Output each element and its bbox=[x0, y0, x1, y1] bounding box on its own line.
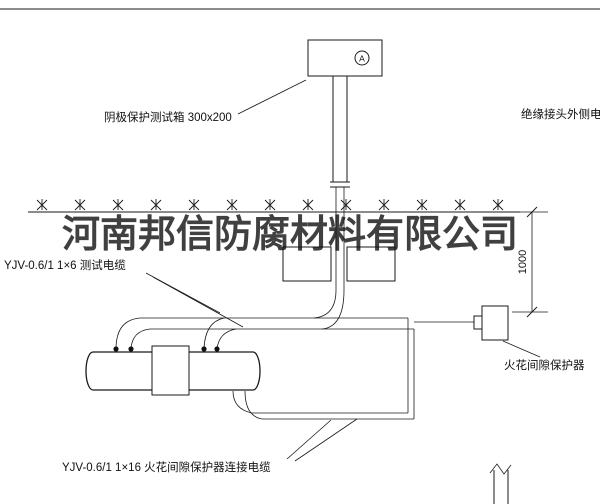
test-box: A bbox=[307, 39, 383, 77]
leader-connect-cable-1 bbox=[286, 419, 332, 460]
conduit-cable-curve-2 bbox=[321, 289, 345, 330]
weld-terminal-dot bbox=[113, 346, 119, 352]
grade-mark-icon bbox=[36, 198, 48, 211]
insulating-joint bbox=[151, 345, 190, 396]
pipe-right-cap bbox=[252, 351, 261, 391]
dim-text: 1000 bbox=[517, 250, 529, 274]
leader-spark-gap bbox=[502, 340, 541, 358]
grade-mark-icon bbox=[188, 198, 200, 211]
grade-mark-icon bbox=[454, 198, 466, 211]
company-watermark: 河南邦信防腐材料有限公司 bbox=[62, 214, 518, 256]
label-connect-cable: YJV-0.6/1 1×16 火花间隙保护器连接电缆 bbox=[62, 460, 271, 474]
grade-mark-icon bbox=[226, 198, 238, 211]
grade-mark-icon bbox=[340, 198, 352, 211]
cable-arc-left-2 bbox=[130, 328, 151, 350]
weld-terminal-dot bbox=[201, 346, 207, 352]
break-zigzag bbox=[489, 463, 512, 475]
leader-connect-cable-2 bbox=[294, 418, 358, 462]
leader-test-box bbox=[237, 79, 307, 115]
pipe-break-symbol bbox=[489, 463, 512, 504]
grade-mark-icon bbox=[416, 198, 428, 211]
grade-mark-icon bbox=[264, 198, 276, 211]
grade-mark-icon bbox=[150, 198, 162, 211]
grade-mark-icon bbox=[378, 198, 390, 211]
conduit bbox=[330, 76, 350, 290]
conduit-cable-curve-1 bbox=[313, 289, 337, 319]
label-outer-cable: 绝缘接头外侧电缆 bbox=[521, 107, 600, 121]
dim-tick-bottom bbox=[526, 306, 538, 318]
grade-mark-icon bbox=[112, 198, 124, 211]
cable-arc-mid-1 bbox=[203, 317, 225, 350]
protector-body bbox=[481, 305, 509, 341]
test-box-outline bbox=[307, 39, 383, 77]
cable-arc-mid-2 bbox=[216, 328, 237, 350]
label-test-box: 阴极保护测试箱 300x200 bbox=[104, 110, 232, 124]
ground-line bbox=[28, 198, 520, 213]
cable-arc-lower-1 bbox=[232, 390, 253, 414]
grade-mark-icon bbox=[492, 198, 504, 211]
dimension-1000: 1000 bbox=[512, 206, 548, 318]
ammeter-circle-icon bbox=[354, 50, 370, 66]
pipe-left-cap bbox=[85, 351, 94, 391]
annotations: 阴极保护测试箱 300x200 绝缘接头外侧电缆 YJV-0.6/1 1×6 测… bbox=[4, 79, 600, 474]
grade-mark-icon bbox=[74, 198, 86, 211]
concrete-block-left bbox=[282, 246, 332, 282]
leader-test-cable-2 bbox=[152, 276, 244, 328]
concrete-block-right bbox=[346, 246, 396, 282]
spark-gap-protector bbox=[473, 305, 509, 341]
cable-runs bbox=[115, 289, 474, 420]
pipe-assembly bbox=[85, 345, 261, 396]
protector-stub bbox=[473, 315, 483, 330]
weld-terminal-dot bbox=[128, 346, 134, 352]
dim-tick-top bbox=[526, 206, 538, 218]
ammeter-letter: A bbox=[359, 54, 365, 64]
cable-arc-lower-2 bbox=[244, 390, 263, 420]
label-spark-gap: 火花间隙保护器 bbox=[504, 358, 585, 372]
label-test-cable: YJV-0.6/1 1×6 测试电缆 bbox=[4, 259, 126, 272]
weld-terminal-dot bbox=[214, 346, 220, 352]
concrete-blocks bbox=[282, 246, 396, 282]
grade-mark-icon bbox=[302, 198, 314, 211]
cable-arc-left-1 bbox=[115, 317, 141, 350]
